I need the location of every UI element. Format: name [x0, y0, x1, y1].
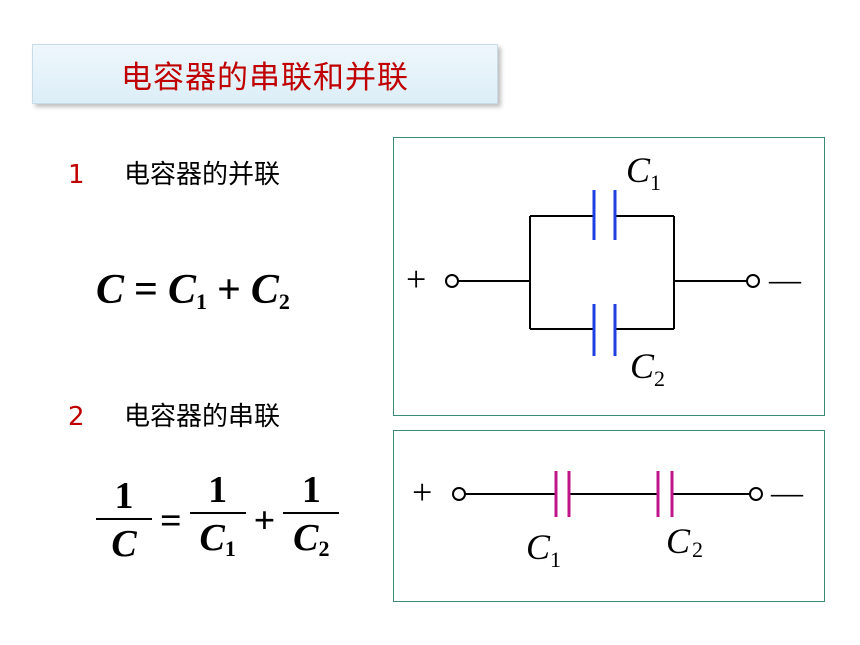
minus-terminal-label: — — [770, 474, 804, 510]
series-circuit-panel: + — C1 C2 — [393, 430, 825, 602]
c2-label: C2 — [630, 346, 665, 391]
parallel-circuit-panel: + — C1 C2 — [393, 137, 825, 416]
slide-title: 电容器的串联和并联 — [121, 59, 409, 96]
section-label: 电容器的并联 — [124, 160, 281, 190]
formula-term: C — [167, 267, 196, 313]
series-formula: 1 C = 1 C1 + 1 C2 — [96, 468, 340, 573]
title-banner: 电容器的串联和并联 — [32, 44, 498, 104]
capacitor-c1 — [592, 190, 617, 240]
plus-sign: + — [216, 267, 241, 313]
fraction: 1 C2 — [283, 468, 340, 573]
numerator: 1 — [208, 469, 228, 511]
formula-subscript: 2 — [278, 289, 290, 314]
terminal-left — [452, 487, 466, 501]
plus-terminal-label: + — [412, 472, 432, 512]
terminal-left — [445, 274, 459, 288]
fraction-bar — [189, 512, 246, 514]
section-number: 1 — [68, 160, 85, 190]
capacitor-c2 — [592, 304, 617, 356]
c1-label: C1 — [626, 150, 661, 195]
plus-sign: + — [253, 499, 276, 542]
fraction: 1 C — [96, 474, 152, 568]
fraction: 1 C1 — [189, 468, 246, 573]
terminal-right — [749, 487, 763, 501]
c2-label: C2 — [666, 521, 703, 562]
formula-term: C — [250, 267, 279, 313]
numerator: 1 — [301, 469, 321, 511]
denominator: C1 — [199, 517, 236, 561]
section-label: 电容器的串联 — [124, 402, 281, 432]
series-circuit-diagram: + — C1 C2 — [412, 471, 804, 572]
capacitor-c1 — [554, 471, 571, 517]
minus-terminal-label: — — [768, 261, 802, 297]
fraction-bar — [96, 517, 152, 520]
plus-terminal-label: + — [406, 259, 426, 299]
denominator: C — [111, 522, 137, 565]
fraction-bar — [283, 512, 340, 514]
section-heading-parallel: 1 电容器的并联 — [68, 154, 280, 191]
section-heading-series: 2 电容器的串联 — [68, 396, 280, 433]
c1-label: C1 — [526, 527, 561, 572]
equals-sign: = — [160, 499, 182, 542]
section-number: 2 — [68, 402, 85, 432]
capacitor-c2 — [656, 471, 674, 517]
numerator: 1 — [114, 474, 134, 517]
equals-sign: = — [134, 267, 158, 313]
terminal-right — [746, 274, 760, 288]
parallel-circuit-diagram: + — C1 C2 — [406, 150, 802, 391]
denominator: C2 — [293, 517, 330, 561]
parallel-formula: C=C1+C2 — [96, 266, 290, 315]
formula-subscript: 1 — [195, 289, 207, 314]
formula-term: C — [96, 267, 125, 313]
